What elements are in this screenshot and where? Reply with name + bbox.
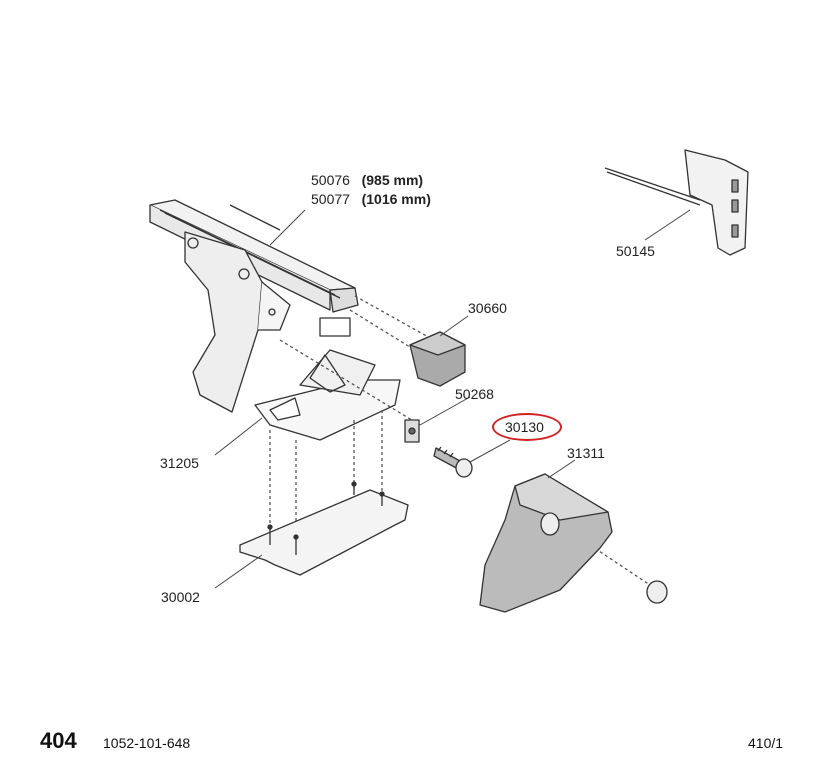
part-label-30002: 30002 [161,589,200,605]
rubber-pad-30002 [239,481,409,576]
foot-31205 [184,231,401,441]
part-label-50076: 50076 (985 mm) [311,172,423,188]
leader-lines [214,209,691,589]
part-number-50077: 50077 [311,191,350,207]
part-note-50076: (985 mm) [361,172,424,188]
part-label-50145: 50145 [616,243,655,259]
part-label-31311: 31311 [567,445,605,461]
footer-page-number: 410/1 [748,735,784,751]
part-note-50077: (1016 mm) [361,191,431,207]
part-number-50076: 50076 [311,172,350,188]
tool-50145 [604,149,749,256]
part-label-31205: 31205 [160,455,199,471]
part-label-50268: 50268 [455,386,494,402]
footer-document-code: 1052-101-648 [103,735,191,751]
nut-50268 [404,419,420,443]
part-label-50077: 50077 (1016 mm) [311,191,431,207]
highlight-ring-30130 [492,413,562,441]
part-label-30660: 30660 [468,300,507,316]
screw-30130 [433,446,473,478]
cover-31311 [479,473,668,613]
footer-model-number: 404 [40,728,77,753]
end-cap-30660 [409,331,466,387]
